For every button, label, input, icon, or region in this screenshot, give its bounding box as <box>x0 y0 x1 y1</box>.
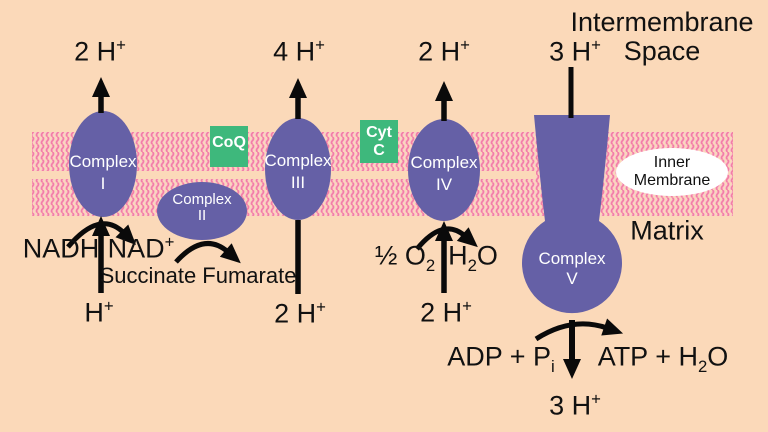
atp-h2o-label: ATP + H2O <box>597 341 729 375</box>
complex-ii-label: Complex II <box>172 192 231 224</box>
inner-membrane-line1: Inner <box>653 154 691 171</box>
pi-subscript: i <box>551 356 555 376</box>
intermembrane-space-line2: Space <box>623 36 701 66</box>
oxygen-to-water-arrow <box>415 226 478 251</box>
oxygen-subscript: 2 <box>425 255 436 275</box>
proton-count: 2 H <box>420 297 463 328</box>
complex-i-label: Complex I <box>69 151 136 195</box>
water-subscript: 2 <box>467 255 477 275</box>
cytc-shape <box>360 120 398 163</box>
proton-label-complex-i-bottom: H+ <box>84 296 114 328</box>
adp-pi-label: ADP + Pi <box>447 341 555 375</box>
complex-iii-numeral: III <box>290 173 306 192</box>
proton-count: 3 H <box>549 36 592 67</box>
water-h: H <box>448 240 468 271</box>
intermembrane-space-line1: Intermembrane <box>570 7 754 37</box>
nadh-label: NADH <box>22 233 100 264</box>
proton-count: 3 H <box>549 390 592 421</box>
nad-label: NAD+ <box>107 232 175 264</box>
complex-iv-shape <box>408 119 480 221</box>
charge-superscript: + <box>462 296 472 316</box>
complex-iv-label: Complex IV <box>410 152 477 196</box>
complex-i-shape <box>69 111 137 217</box>
succinate-fumarate-label: Succinate Fumarate <box>99 263 297 288</box>
proton-count: 2 H <box>418 36 461 67</box>
charge-superscript: + <box>103 296 114 316</box>
proton-count: 2 H <box>274 298 317 329</box>
proton-label-complex-v-top: 3 H+ <box>549 35 601 67</box>
cytc-line2: C <box>373 142 385 159</box>
matrix-label: Matrix <box>630 215 704 246</box>
atp-base: ATP + H <box>597 341 698 372</box>
complex-v-label: Complex V <box>538 249 605 289</box>
charge-superscript: + <box>164 232 175 252</box>
charge-superscript: + <box>316 297 326 317</box>
inner-membrane-label: Inner Membrane <box>634 154 710 190</box>
charge-superscript: + <box>116 35 126 55</box>
complex-iii-shape <box>265 118 331 220</box>
nad-base: NAD <box>107 233 165 264</box>
cytc-label: Cyt C <box>366 124 392 160</box>
complex-iv-numeral: IV <box>435 175 453 194</box>
intermembrane-space-label: Intermembrane Space <box>570 8 753 66</box>
complex-iii-label: Complex III <box>264 150 331 194</box>
adp-to-atp-arrow <box>534 318 624 342</box>
charge-superscript: + <box>460 35 470 55</box>
proton-count: 4 H <box>273 36 316 67</box>
complex-v-word: Complex <box>538 249 606 268</box>
complex-v-shape <box>521 115 622 314</box>
oxygen-label: ½ O2 <box>374 240 435 274</box>
complex-ii-shape <box>157 182 247 240</box>
complex-iv-word: Complex <box>410 153 478 172</box>
proton-label-complex-iv-top: 2 H+ <box>418 35 470 67</box>
oxygen-base: ½ O <box>374 240 426 271</box>
atp-water-subscript: 2 <box>697 356 708 376</box>
complex-i-word: Complex <box>69 152 137 171</box>
succinate-to-fumarate-arrow <box>174 241 241 264</box>
complex-ii-numeral: II <box>197 207 207 224</box>
cytc-line1: Cyt <box>366 124 392 141</box>
adp-base: ADP + P <box>447 341 552 372</box>
nadh-to-nad-arrow <box>66 221 137 249</box>
inner-membrane-callout <box>616 148 728 196</box>
charge-superscript: + <box>591 389 601 409</box>
proton-label-complex-i-top: 2 H+ <box>74 35 126 67</box>
proton-label-complex-iii-top: 4 H+ <box>273 35 325 67</box>
complex-ii-word: Complex <box>172 191 232 208</box>
proton-label-complex-iv-bottom: 2 H+ <box>420 296 472 328</box>
water-label: H2O <box>448 240 498 274</box>
water-o: O <box>476 240 498 271</box>
coq-label: CoQ <box>212 134 246 151</box>
complex-v-numeral: V <box>566 269 578 288</box>
coq-shape <box>210 126 248 167</box>
proton-label-complex-iii-bottom: 2 H+ <box>274 297 326 329</box>
proton-count: 2 H <box>74 36 117 67</box>
complex-i-numeral: I <box>100 174 106 193</box>
inner-membrane-line2: Membrane <box>633 172 711 189</box>
proton-label-complex-v-bottom: 3 H+ <box>549 389 601 421</box>
atp-water-o: O <box>707 341 729 372</box>
charge-superscript: + <box>591 35 601 55</box>
complex-iii-word: Complex <box>264 151 332 170</box>
charge-superscript: + <box>315 35 325 55</box>
proton-count: H <box>84 297 104 328</box>
